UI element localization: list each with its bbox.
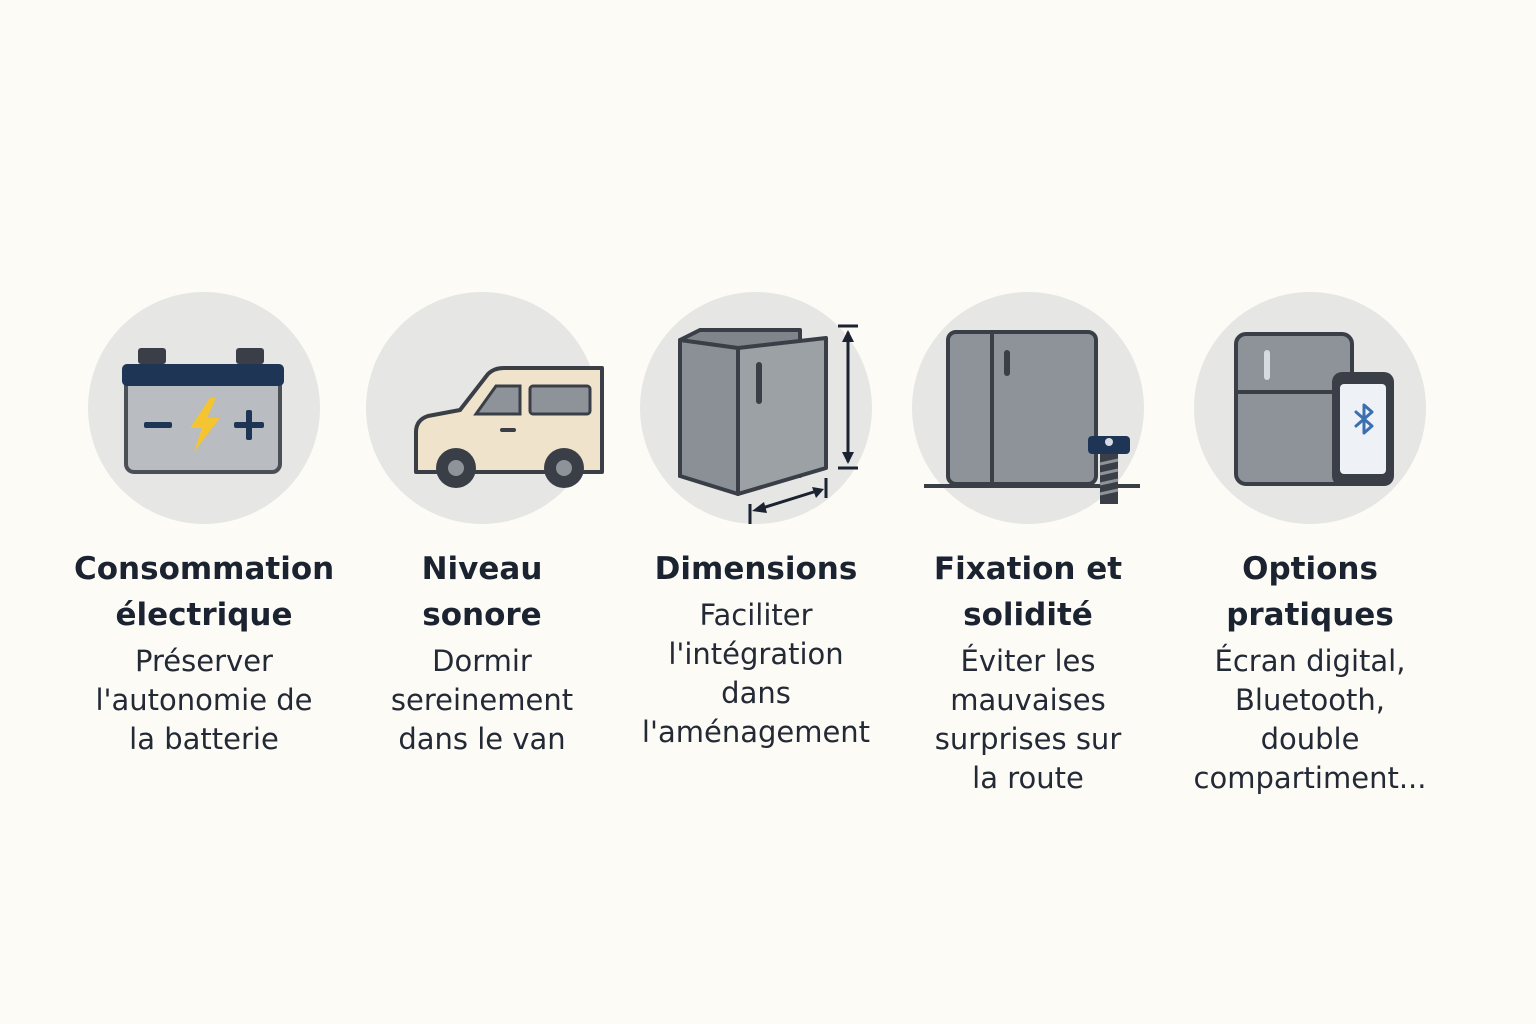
battery-icon [122,348,284,474]
feature-description: Dormir sereinement dans le van [390,644,574,756]
icon-circle [366,292,604,524]
fridge-screw-icon [924,330,1140,504]
feature-title: Options pratiques [1226,551,1394,633]
feature-dimensions: Dimensions Faciliter l'intégration dans … [626,292,886,752]
feature-description: Préserver l'autonomie de la batterie [95,644,313,756]
icon-circle [640,292,872,524]
feature-fixation: Fixation et solidité Éviter les mauvaise… [898,292,1158,798]
icon-circle [1194,292,1426,524]
feature-description: Éviter les mauvaises surprises sur la ro… [934,644,1122,795]
feature-title: Fixation et solidité [933,551,1123,633]
feature-consommation: Consommation électrique Préserver l'auto… [74,292,334,759]
icon-circle [88,292,320,524]
feature-options: Options pratiques Écran digital, Bluetoo… [1180,292,1440,798]
moon-icon [432,326,472,376]
feature-title: Niveau sonore [421,551,543,633]
fridge-dimensions-icon [678,324,858,524]
feature-title: Consommation électrique [74,551,335,633]
feature-description: Écran digital, Bluetooth, double compart… [1193,644,1427,795]
bluetooth-icon [1354,403,1374,435]
feature-description: Faciliter l'intégration dans l'aménageme… [641,598,871,749]
fridge-bluetooth-icon [1234,332,1394,486]
feature-niveau-sonore: Niveau sonore Dormir sereinement dans le… [352,292,612,759]
icon-circle [912,292,1144,524]
van-night-icon [414,326,604,488]
feature-title: Dimensions [654,551,858,587]
